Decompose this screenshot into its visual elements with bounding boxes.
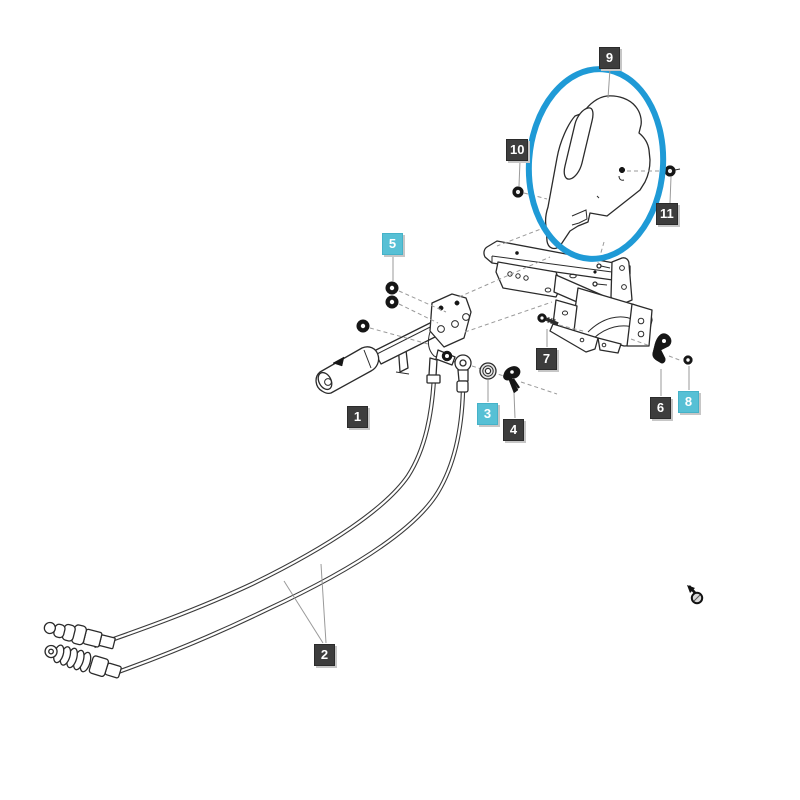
washer-part-3	[479, 362, 497, 380]
lever-cover	[544, 95, 651, 250]
mounting-bracket	[483, 240, 653, 354]
callout-10: 10	[506, 139, 529, 161]
callout-3: 3	[477, 403, 498, 425]
callout-8: 8	[678, 391, 699, 413]
callout-11: 11	[656, 203, 678, 225]
callout-leader-lines	[283, 68, 690, 644]
screw-part-11	[664, 165, 681, 177]
callout-1: 1	[347, 406, 368, 428]
hex-nut	[385, 281, 399, 295]
hand-brake-lever	[315, 293, 472, 395]
brake-cable-upper	[43, 377, 437, 650]
hex-nut	[356, 319, 370, 333]
callout-4: 4	[503, 419, 524, 441]
callout-7: 7	[536, 348, 557, 370]
nut-group-part-5	[356, 281, 399, 333]
bolt-part-7	[537, 313, 559, 326]
screw-part-10	[512, 186, 524, 198]
brake-cable-lower	[44, 389, 466, 679]
cursor-artifact-icon	[687, 585, 704, 605]
cable-end-lower	[44, 644, 122, 679]
callout-2: 2	[314, 644, 335, 666]
highlight-ellipse	[525, 66, 667, 262]
hex-nut	[385, 295, 399, 309]
cable-end-upper	[43, 621, 116, 650]
cotter-pin-part-4	[503, 366, 521, 394]
callout-5: 5	[382, 233, 403, 255]
callout-9: 9	[599, 47, 620, 69]
nut-part-8	[683, 355, 693, 365]
ratchet-pawl-part-6	[652, 333, 672, 364]
callout-6: 6	[650, 397, 671, 419]
